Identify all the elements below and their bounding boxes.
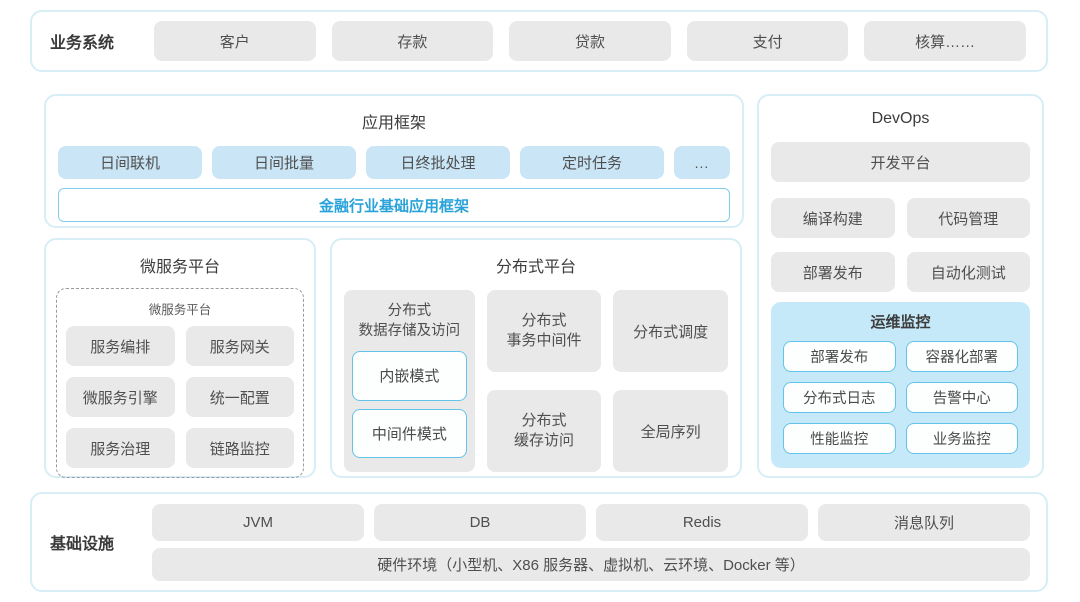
ops-monitoring-panel: 运维监控 部署发布 容器化部署 分布式日志 告警中心 性能监控 业务监控 bbox=[771, 302, 1030, 468]
distributed-storage-box: 分布式 数据存储及访问 内嵌模式 中间件模式 bbox=[344, 290, 475, 472]
distributed-platform-title: 分布式平台 bbox=[495, 259, 576, 276]
app-framework-item-scheduled-task: 定时任务 bbox=[520, 146, 664, 179]
app-framework-row: 日间联机 日间批量 日终批处理 定时任务 ... bbox=[58, 146, 730, 179]
infrastructure-panel: 基础设施 JVM DB Redis 消息队列 硬件环境（小型机、X86 服务器、… bbox=[30, 492, 1048, 592]
devops-item-auto-test: 自动化测试 bbox=[906, 252, 1030, 292]
devops-dev-platform: 开发平台 bbox=[771, 142, 1030, 182]
microservice-item-config: 统一配置 bbox=[185, 377, 294, 417]
business-systems-label: 业务系统 bbox=[50, 35, 115, 52]
distributed-cache-access: 分布式 缓存访问 bbox=[486, 390, 602, 472]
microservice-inner-group: 微服务平台 服务编排 服务网关 微服务引擎 统一配置 服务治理 链路监控 bbox=[56, 288, 304, 478]
devops-item-deploy: 部署发布 bbox=[771, 252, 895, 292]
business-system-loan: 贷款 bbox=[509, 21, 671, 61]
ops-item-business-monitor: 业务监控 bbox=[905, 423, 1018, 454]
devops-panel: DevOps 开发平台 编译构建 代码管理 部署发布 自动化测试 运维监控 部署… bbox=[757, 94, 1044, 478]
infrastructure-label: 基础设施 bbox=[50, 536, 115, 553]
global-sequence: 全局序列 bbox=[613, 390, 729, 472]
distributed-storage-mode-embedded: 内嵌模式 bbox=[352, 351, 467, 401]
infra-item-jvm: JVM bbox=[152, 503, 364, 541]
app-framework-title: 应用框架 bbox=[361, 115, 426, 132]
distributed-column-3: 分布式调度 全局序列 bbox=[613, 290, 729, 472]
infra-item-redis: Redis bbox=[596, 503, 808, 541]
distributed-storage-mode-middleware: 中间件模式 bbox=[352, 408, 467, 458]
ops-item-container-deploy: 容器化部署 bbox=[905, 341, 1018, 372]
hardware-environment-box: 硬件环境（小型机、X86 服务器、虚拟机、云环境、Docker 等） bbox=[152, 547, 1030, 581]
business-system-deposit: 存款 bbox=[331, 21, 494, 61]
microservice-platform-panel: 微服务平台 微服务平台 服务编排 服务网关 微服务引擎 统一配置 服务治理 链路… bbox=[44, 238, 316, 478]
microservice-platform-title: 微服务平台 bbox=[139, 259, 220, 276]
infrastructure-row: JVM DB Redis 消息队列 bbox=[152, 503, 1030, 541]
app-framework-item-more: ... bbox=[674, 146, 730, 179]
distributed-scheduling: 分布式调度 bbox=[613, 290, 729, 372]
ops-item-alert-center: 告警中心 bbox=[905, 382, 1018, 413]
distributed-column-2: 分布式 事务中间件 分布式 缓存访问 bbox=[486, 290, 602, 472]
business-systems-panel: 业务系统 客户 存款 贷款 支付 核算…… bbox=[30, 10, 1048, 72]
microservice-grid: 服务编排 服务网关 微服务引擎 统一配置 服务治理 链路监控 bbox=[66, 326, 294, 468]
app-framework-panel: 应用框架 日间联机 日间批量 日终批处理 定时任务 ... 金融行业基础应用框架 bbox=[44, 94, 744, 228]
finance-base-framework-box: 金融行业基础应用框架 bbox=[58, 188, 730, 222]
business-system-customer: 客户 bbox=[154, 21, 316, 61]
microservice-item-governance: 服务治理 bbox=[66, 428, 175, 468]
business-system-payment: 支付 bbox=[686, 21, 849, 61]
devops-item-build: 编译构建 bbox=[771, 198, 895, 238]
ops-item-perf-monitor: 性能监控 bbox=[783, 423, 896, 454]
distributed-columns: 分布式 数据存储及访问 内嵌模式 中间件模式 分布式 事务中间件 分布式 缓存访… bbox=[344, 290, 729, 472]
business-system-accounting: 核算…… bbox=[864, 21, 1026, 61]
distributed-platform-panel: 分布式平台 分布式 数据存储及访问 内嵌模式 中间件模式 分布式 事务中间件 分… bbox=[330, 238, 742, 478]
devops-item-code-mgmt: 代码管理 bbox=[906, 198, 1030, 238]
microservice-item-engine: 微服务引擎 bbox=[66, 377, 175, 417]
devops-grid: 编译构建 代码管理 部署发布 自动化测试 bbox=[771, 198, 1030, 292]
middle-section: 应用框架 日间联机 日间批量 日终批处理 定时任务 ... 金融行业基础应用框架… bbox=[44, 94, 1044, 478]
microservice-item-tracing: 链路监控 bbox=[185, 428, 294, 468]
ops-monitoring-title: 运维监控 bbox=[870, 314, 931, 331]
infra-item-db: DB bbox=[374, 503, 586, 541]
devops-title: DevOps bbox=[871, 110, 930, 127]
infrastructure-content: JVM DB Redis 消息队列 硬件环境（小型机、X86 服务器、虚拟机、云… bbox=[152, 503, 1030, 581]
infra-item-mq: 消息队列 bbox=[818, 503, 1030, 541]
ops-monitoring-grid: 部署发布 容器化部署 分布式日志 告警中心 性能监控 业务监控 bbox=[783, 341, 1018, 454]
distributed-transaction-middleware: 分布式 事务中间件 bbox=[486, 290, 602, 372]
app-framework-item-daytime-batch: 日间批量 bbox=[212, 146, 356, 179]
distributed-storage-label: 分布式 数据存储及访问 bbox=[358, 303, 461, 339]
ops-item-deploy-release: 部署发布 bbox=[783, 341, 896, 372]
app-framework-item-eod-batch: 日终批处理 bbox=[366, 146, 510, 179]
microservice-item-gateway: 服务网关 bbox=[185, 326, 294, 366]
microservice-inner-title: 微服务平台 bbox=[148, 303, 212, 317]
ops-item-distributed-log: 分布式日志 bbox=[783, 382, 896, 413]
microservice-item-orchestration: 服务编排 bbox=[66, 326, 175, 366]
app-framework-item-daytime-online: 日间联机 bbox=[58, 146, 202, 179]
